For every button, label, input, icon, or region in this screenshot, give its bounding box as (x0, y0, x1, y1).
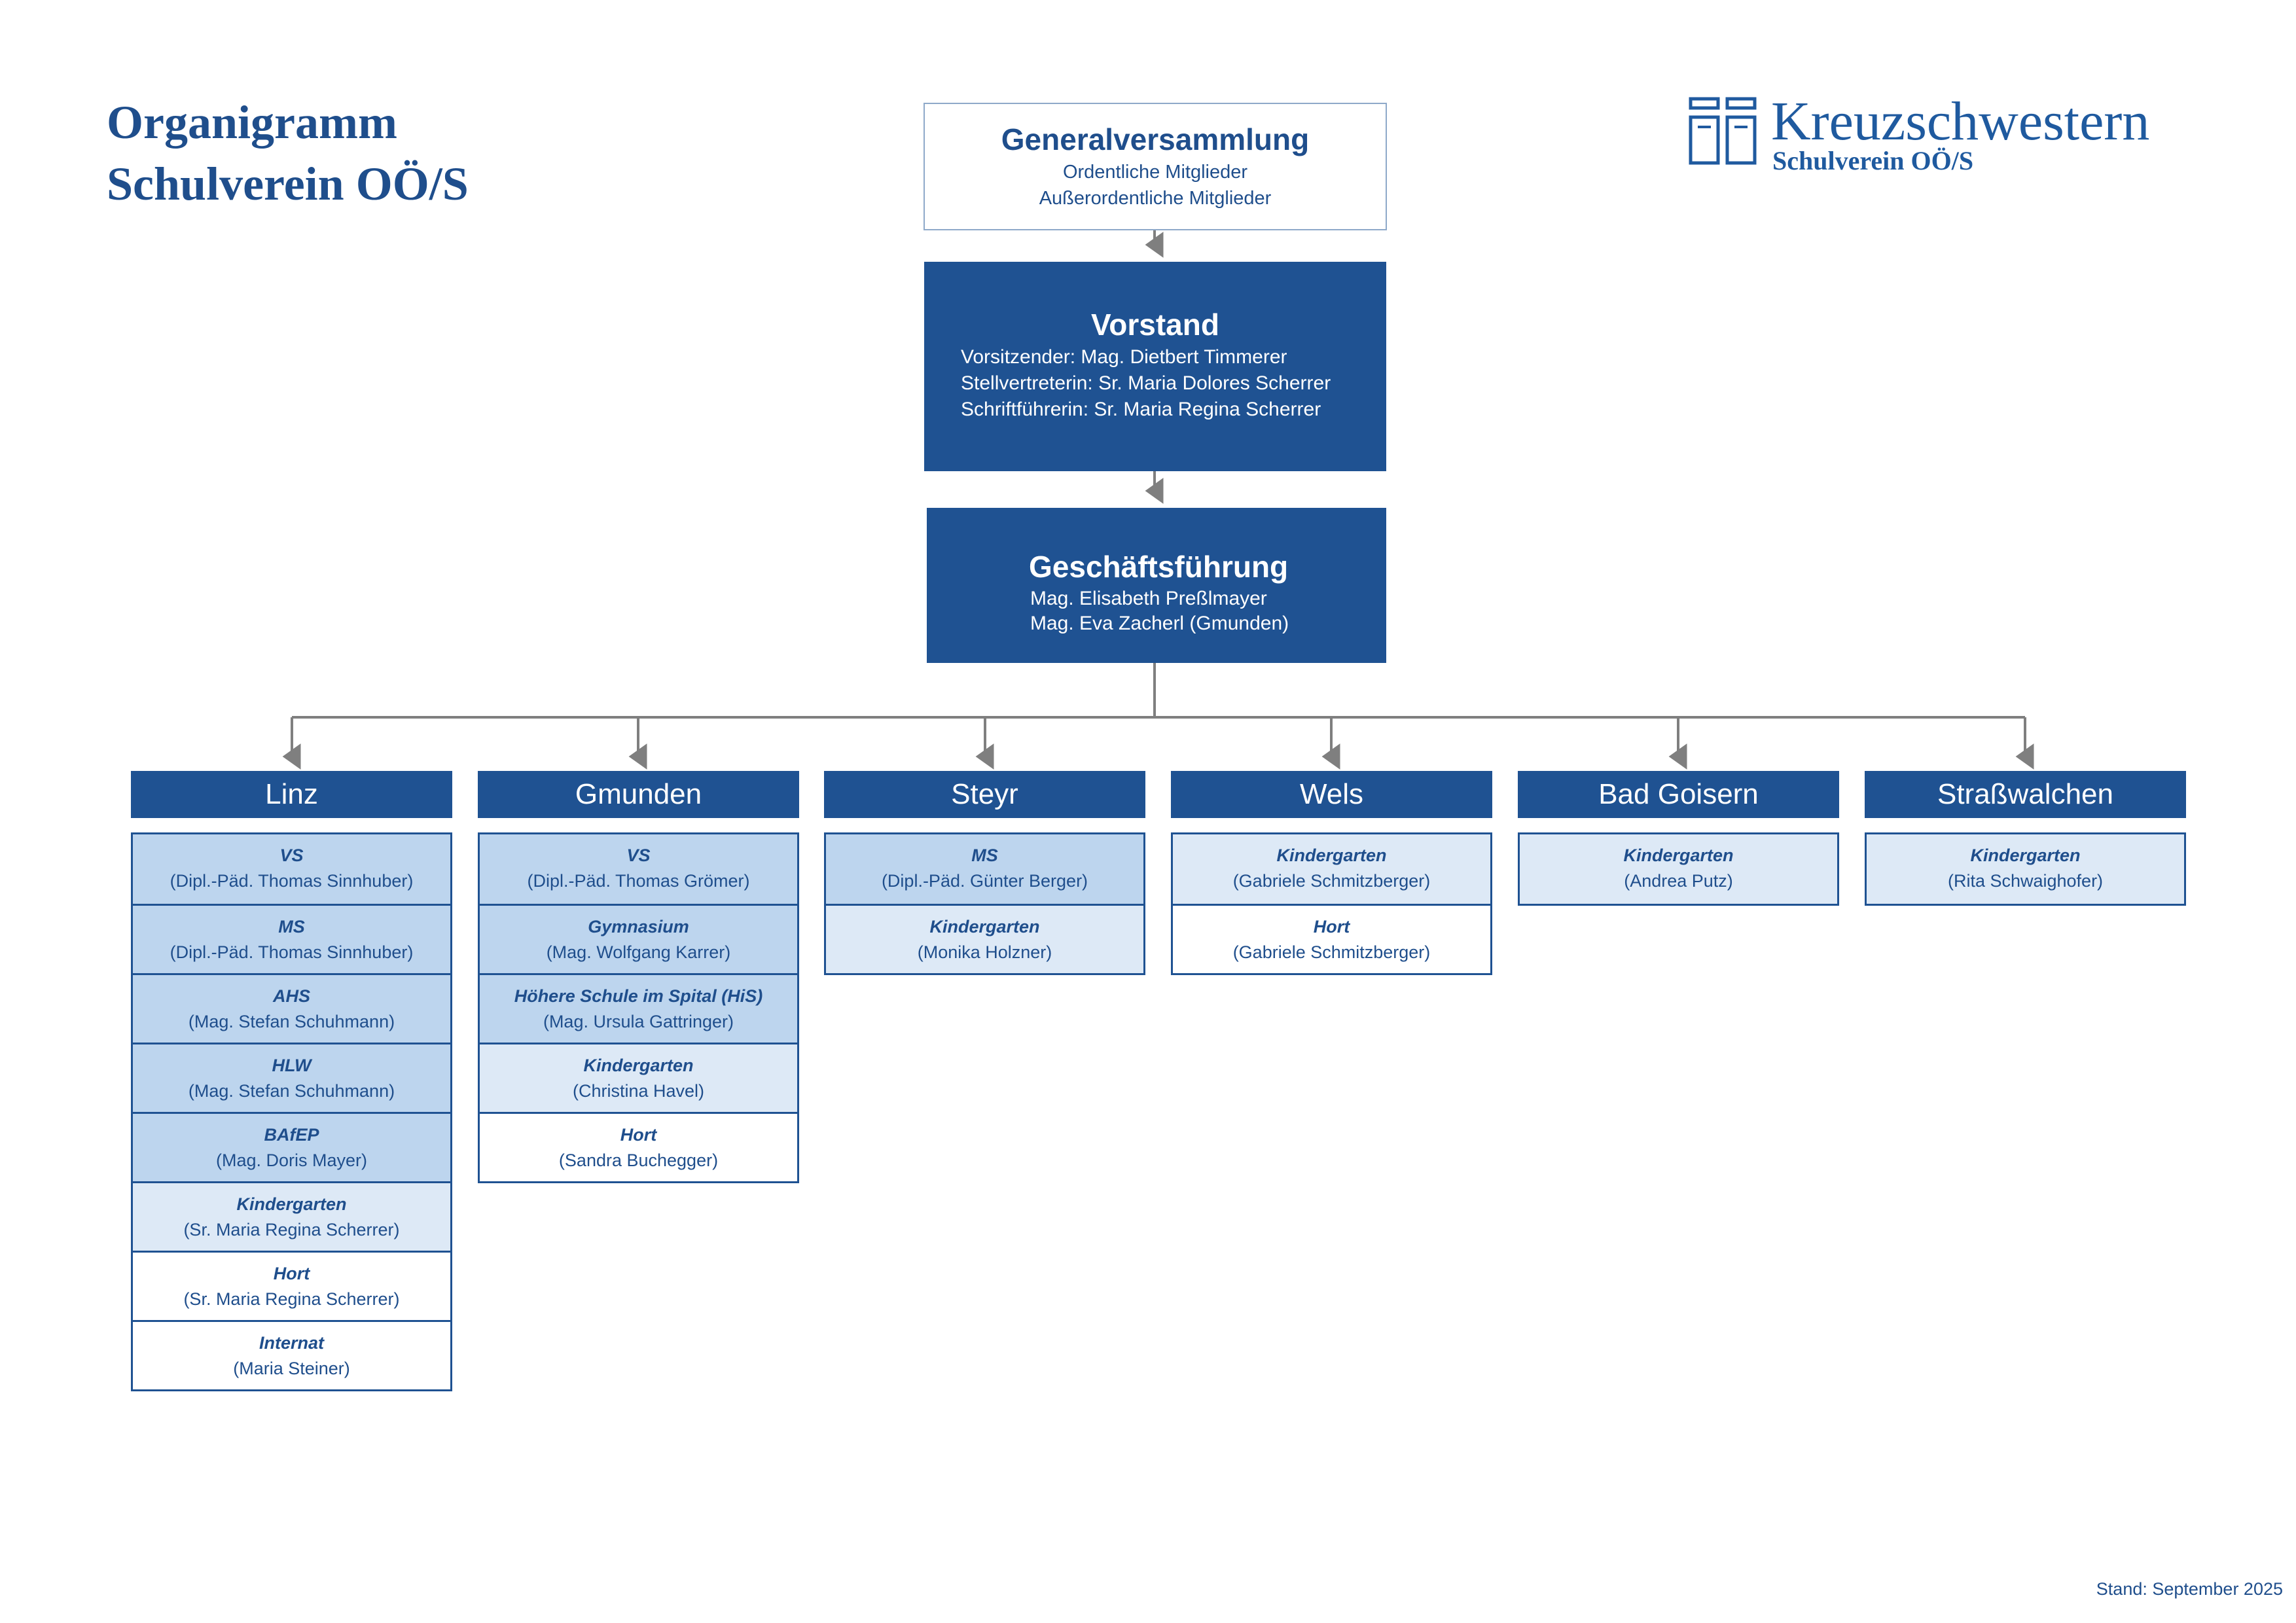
unit-person: (Dipl.-Päd. Thomas Grömer) (527, 871, 750, 891)
unit-name: BAfEP (264, 1125, 319, 1145)
location-header: Steyr (824, 771, 1145, 818)
unit-person: (Mag. Stefan Schuhmann) (188, 1012, 395, 1031)
unit-name: Kindergarten (1276, 846, 1387, 865)
unit-person: (Gabriele Schmitzberger) (1232, 942, 1431, 962)
unit-item: VS (Dipl.-Päd. Thomas Sinnhuber) (133, 834, 450, 904)
unit-item: Kindergarten (Gabriele Schmitzberger) (1173, 834, 1490, 904)
unit-list: VS (Dipl.-Päd. Thomas Sinnhuber) MS (Dipl.… (131, 832, 452, 1391)
location-header: Linz (131, 771, 452, 818)
location-column-bad-goisern: Bad Goisern Kindergarten (Andrea Putz) (1518, 771, 1839, 906)
unit-name: Kindergarten (236, 1194, 347, 1214)
geschaeftsfuehrung-heading: Geschäftsführung (1029, 550, 1289, 584)
unit-item: Kindergarten (Sr. Maria Regina Scherrer) (133, 1181, 450, 1251)
unit-name: Kindergarten (1970, 846, 2081, 865)
location-column-strasswalchen: Straßwalchen Kindergarten (Rita Schwaigho… (1865, 771, 2186, 906)
logo-wordmark: Kreuzschwestern (1771, 91, 2150, 152)
unit-person: (Mag. Wolfgang Karrer) (546, 942, 731, 962)
unit-person: (Sandra Buchegger) (558, 1150, 719, 1170)
unit-list: VS (Dipl.-Päd. Thomas Grömer) Gymnasium (M… (478, 832, 799, 1183)
geschaeftsfuehrung-line: Mag. Eva Zacherl (Gmunden) (1030, 613, 1289, 634)
unit-list: Kindergarten (Rita Schwaighofer) (1865, 832, 2186, 906)
unit-name: Internat (259, 1333, 324, 1353)
unit-person: (Mag. Ursula Gattringer) (543, 1012, 734, 1031)
location-column-steyr: Steyr MS (Dipl.-Päd. Günter Berger) Kinde… (824, 771, 1145, 975)
unit-item: BAfEP (Mag. Doris Mayer) (133, 1112, 450, 1181)
unit-person: (Dipl.-Päd. Thomas Sinnhuber) (170, 871, 414, 891)
unit-person: (Maria Steiner) (233, 1359, 350, 1378)
unit-person: (Sr. Maria Regina Scherrer) (183, 1289, 400, 1309)
unit-name: HLW (272, 1056, 312, 1075)
page-title: Organigramm Schulverein OÖ/S (107, 92, 469, 215)
vorstand-line: Schriftführerin: Sr. Maria Regina Scherr… (961, 399, 1321, 420)
unit-name: MS (971, 846, 998, 865)
unit-item: Kindergarten (Monika Holzner) (826, 904, 1143, 973)
unit-person: (Gabriele Schmitzberger) (1232, 871, 1431, 891)
page-title-line2: Schulverein OÖ/S (107, 158, 469, 210)
vorstand-line: Stellvertreterin: Sr. Maria Dolores Sche… (961, 372, 1331, 394)
unit-person: (Christina Havel) (572, 1081, 705, 1101)
location-header: Wels (1171, 771, 1492, 818)
geschaeftsfuehrung-line: Mag. Elisabeth Preßlmayer (1030, 588, 1267, 609)
unit-person: (Sr. Maria Regina Scherrer) (183, 1220, 400, 1240)
unit-item: Höhere Schule im Spital (HiS) (Mag. Ursul… (480, 973, 797, 1043)
generalversammlung-line: Außerordentliche Mitglieder (1039, 188, 1272, 209)
unit-person: (Dipl.-Päd. Günter Berger) (881, 871, 1088, 891)
unit-person: (Mag. Doris Mayer) (215, 1150, 368, 1170)
unit-item: Hort (Gabriele Schmitzberger) (1173, 904, 1490, 973)
vorstand-heading: Vorstand (1091, 308, 1219, 342)
location-column-gmunden: Gmunden VS (Dipl.-Päd. Thomas Grömer) Gym… (478, 771, 799, 1183)
unit-name: Höhere Schule im Spital (HiS) (514, 986, 763, 1006)
unit-list: Kindergarten (Andrea Putz) (1518, 832, 1839, 906)
geschaeftsfuehrung-box: Geschäftsführung Mag. Elisabeth Preßlmay… (927, 508, 1386, 663)
unit-person: (Andrea Putz) (1624, 871, 1733, 891)
unit-name: Hort (273, 1264, 310, 1283)
unit-name: Hort (620, 1125, 657, 1145)
vorstand-box: Vorstand Vorsitzender: Mag. Dietbert Tim… (924, 262, 1386, 471)
unit-person: (Monika Holzner) (917, 942, 1052, 962)
vorstand-line: Vorsitzender: Mag. Dietbert Timmerer (961, 346, 1287, 368)
unit-person: (Dipl.-Päd. Thomas Sinnhuber) (170, 942, 414, 962)
unit-item: Kindergarten (Rita Schwaighofer) (1867, 834, 2184, 904)
unit-item: AHS (Mag. Stefan Schuhmann) (133, 973, 450, 1043)
unit-item: Hort (Sr. Maria Regina Scherrer) (133, 1251, 450, 1320)
unit-name: Gymnasium (588, 917, 689, 936)
unit-list: MS (Dipl.-Päd. Günter Berger) Kindergarte… (824, 832, 1145, 975)
unit-name: VS (626, 846, 651, 865)
unit-name: MS (278, 917, 305, 936)
kreuz-grid-logo-icon (1689, 97, 1757, 165)
location-column-linz: Linz VS (Dipl.-Päd. Thomas Sinnhuber) MS (… (131, 771, 452, 1391)
unit-person: (Mag. Stefan Schuhmann) (188, 1081, 395, 1101)
unit-item: MS (Dipl.-Päd. Günter Berger) (826, 834, 1143, 904)
unit-name: Kindergarten (1623, 846, 1734, 865)
logo-subtitle: Schulverein OÖ/S (1772, 146, 1974, 175)
unit-item: Gymnasium (Mag. Wolfgang Karrer) (480, 904, 797, 973)
unit-person: (Rita Schwaighofer) (1947, 871, 2104, 891)
unit-item: VS (Dipl.-Päd. Thomas Grömer) (480, 834, 797, 904)
kreuzschwestern-logo: Kreuzschwestern Schulverein OÖ/S (1689, 90, 2186, 175)
unit-item: Internat (Maria Steiner) (133, 1320, 450, 1389)
stand-date: Stand: September 2025 (2096, 1579, 2283, 1599)
generalversammlung-line: Ordentliche Mitglieder (1062, 162, 1248, 183)
location-header: Bad Goisern (1518, 771, 1839, 818)
location-header: Straßwalchen (1865, 771, 2186, 818)
unit-item: MS (Dipl.-Päd. Thomas Sinnhuber) (133, 904, 450, 973)
unit-item: Kindergarten (Christina Havel) (480, 1043, 797, 1112)
unit-list: Kindergarten (Gabriele Schmitzberger) Hor… (1171, 832, 1492, 975)
page-title-line1: Organigramm (107, 96, 397, 149)
location-column-wels: Wels Kindergarten (Gabriele Schmitzberger… (1171, 771, 1492, 975)
generalversammlung-heading: Generalversammlung (1001, 122, 1310, 156)
unit-item: Hort (Sandra Buchegger) (480, 1112, 797, 1181)
generalversammlung-box: Generalversammlung Ordentliche Mitgliede… (924, 103, 1387, 230)
location-header: Gmunden (478, 771, 799, 818)
unit-name: Kindergarten (583, 1056, 694, 1075)
unit-item: Kindergarten (Andrea Putz) (1520, 834, 1837, 904)
unit-name: Kindergarten (929, 917, 1040, 936)
unit-name: VS (279, 846, 304, 865)
unit-item: HLW (Mag. Stefan Schuhmann) (133, 1043, 450, 1112)
unit-name: AHS (272, 986, 310, 1006)
unit-name: Hort (1313, 917, 1350, 936)
